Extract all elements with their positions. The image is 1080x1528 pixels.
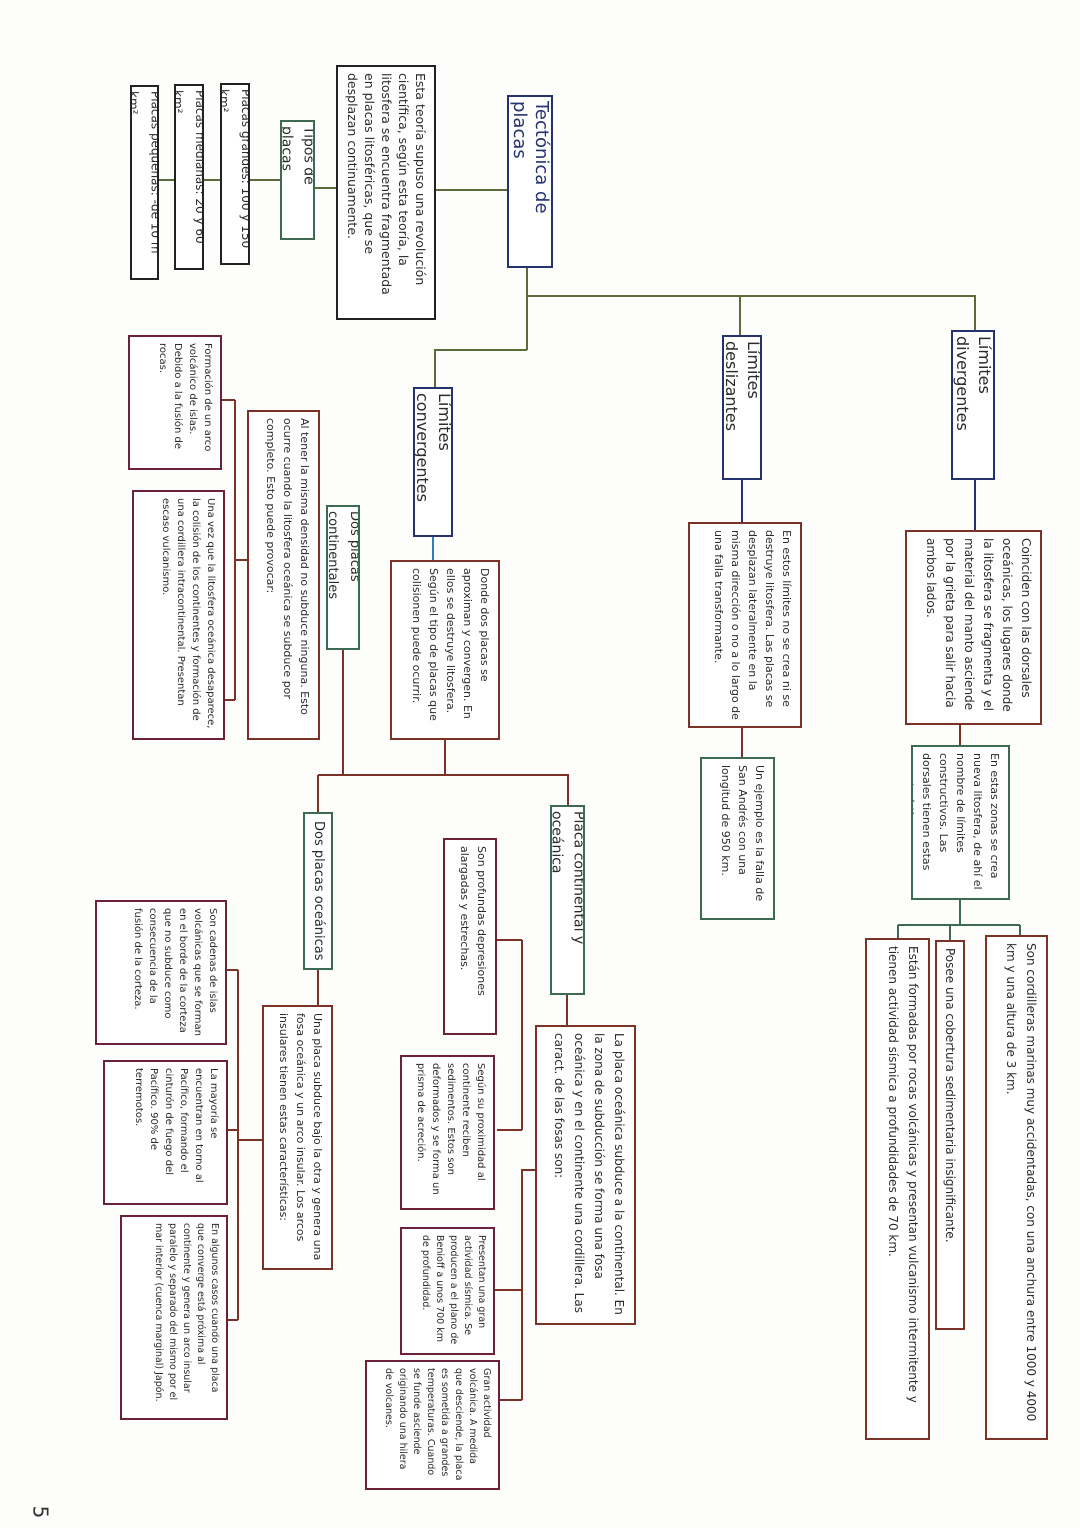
divergent-heading: Límites divergentes [951, 330, 995, 480]
type-medium: Placas medianas: 20 y 60 km² [174, 84, 204, 270]
connector [897, 900, 1021, 940]
oceanic-item-3: En algunos casos cuando una placa que co… [120, 1215, 228, 1420]
mixed-item-4: Gran actividad volcánica. A medida que d… [365, 1360, 500, 1490]
divergent-char-2: Posee una cobertura sedimentaria insigni… [935, 940, 965, 1330]
divergent-char-1: Son cordilleras marinas muy accidentadas… [985, 935, 1048, 1440]
connector [317, 650, 569, 812]
mixed-item-3: Presentan una gran actividad sísmica. Se… [400, 1227, 495, 1355]
connector [222, 399, 247, 701]
mixed-heading: Placa continental y oceánica [550, 805, 585, 995]
connector [434, 268, 976, 387]
divergent-desc: Coinciden con las dorsales oceánicas, lo… [905, 530, 1042, 725]
mixed-item-2: Según su proximidad al continente recibe… [400, 1055, 495, 1210]
mixed-item-1: Son profundas depresiones alargadas y es… [443, 838, 497, 1035]
type-large: Placas grandes: 100 y 150 km² [220, 83, 250, 265]
connector [495, 939, 535, 1401]
continental-item-1: Formación de un arco volcánico de islas.… [128, 335, 222, 470]
continental-heading: Dos placas continentales [326, 505, 360, 650]
continental-desc: Al tener la misma densidad no subduce ni… [247, 410, 320, 740]
mixed-desc: La placa oceánica subduce a la continent… [535, 1025, 636, 1325]
continental-item-2: Una vez que la litosfera oceánica desapa… [132, 490, 225, 740]
oceanic-item-2: La mayoría se encuentran en torno al Pac… [103, 1060, 228, 1205]
transform-desc: En estos límites no se crea ni se destru… [688, 522, 802, 728]
oceanic-item-1: Son cadenas de islas volcánicas que se f… [95, 900, 227, 1045]
divergent-char-3: Están formadas por rocas volcánicas y pr… [865, 938, 930, 1440]
title-node: Tectónica de placas [507, 95, 553, 268]
oceanic-heading: Dos placas oceánicas [303, 812, 333, 970]
page-number: 5 [28, 1505, 53, 1519]
transform-heading: Límites deslizantes [722, 335, 762, 480]
oceanic-desc: Una placa subduce bajo la otra y genera … [262, 1005, 333, 1270]
theory-node: Esta teoría supuso una revolución cientí… [336, 65, 436, 320]
convergent-desc: Donde dos placas se aproximan y converge… [390, 560, 500, 740]
convergent-heading: Límites convergentes [413, 387, 453, 537]
divergent-detail: En estas zonas se crea nueva litosfera, … [911, 745, 1010, 900]
type-small: Placas pequeñas: -de 10 m km² [130, 85, 159, 280]
types-heading: Tipos de placas [280, 120, 315, 240]
transform-example: Un ejemplo es la falla de San Andrés con… [700, 757, 775, 920]
connector [227, 969, 262, 1321]
